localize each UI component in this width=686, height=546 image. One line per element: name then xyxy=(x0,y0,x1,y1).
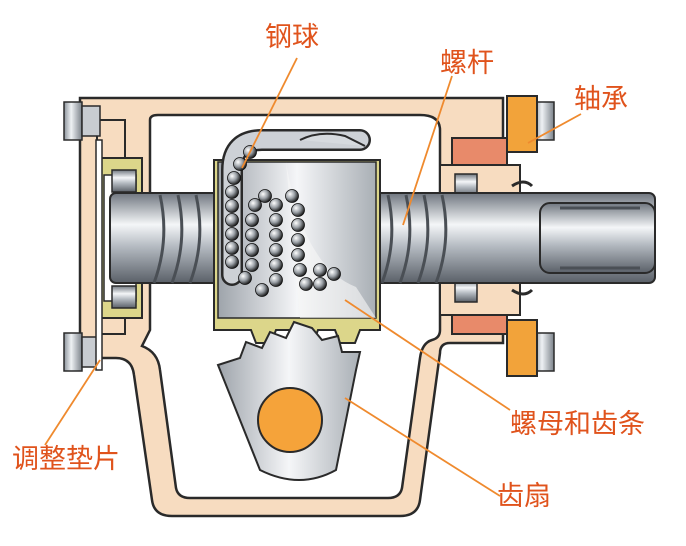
leader-shim xyxy=(44,359,101,446)
label-sector-gear: 齿扇 xyxy=(497,481,551,512)
screw-thread-left xyxy=(152,194,202,284)
label-bearing: 轴承 xyxy=(574,84,628,115)
screw-thread-right xyxy=(380,194,448,284)
screw-shaft xyxy=(109,192,656,284)
leader-sector xyxy=(344,397,501,497)
label-screw: 螺杆 xyxy=(440,48,494,79)
ball-return-tube xyxy=(221,129,371,286)
leader-screw xyxy=(402,75,453,226)
leader-nut-rack xyxy=(344,299,511,411)
adjustment-shim xyxy=(95,139,103,371)
steel-balls xyxy=(225,145,341,297)
sector-gear xyxy=(216,320,362,481)
bolt-left-bottom xyxy=(63,332,101,372)
label-steel-ball: 钢球 xyxy=(265,22,319,53)
leader-lines xyxy=(44,57,582,497)
label-shim: 调整垫片 xyxy=(12,444,120,475)
leader-bearing xyxy=(527,113,582,144)
leader-steel-ball xyxy=(241,57,298,169)
bolt-left-top xyxy=(63,101,101,141)
label-nut-rack: 螺母和齿条 xyxy=(510,409,645,440)
